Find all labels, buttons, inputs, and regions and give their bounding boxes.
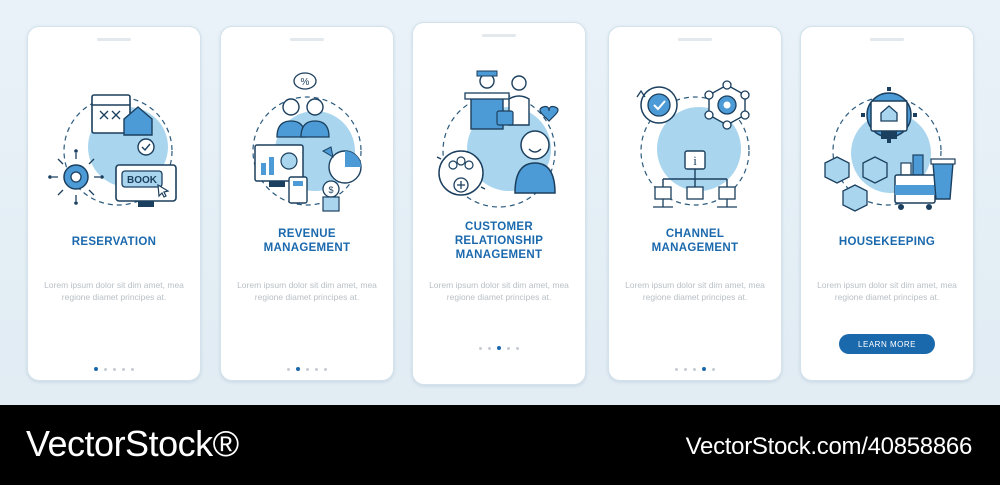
customer-relationship-illustration: [436, 70, 559, 208]
reservation-illustration: BOOK: [48, 94, 177, 207]
page-dot[interactable]: [287, 367, 290, 371]
page-dot-active[interactable]: [497, 346, 501, 350]
speaker-notch: [290, 38, 324, 41]
page-dot[interactable]: [324, 367, 327, 371]
speaker-notch: [482, 34, 516, 37]
pagination-dots: [28, 367, 200, 371]
card-title: HOUSEKEEPING: [838, 236, 936, 248]
onboarding-card-channel-management: i CHANNEL MANAGEMENT Lorem ipsum dolor s…: [608, 26, 782, 381]
card-title: RESERVATION: [71, 236, 157, 248]
page-dot[interactable]: [479, 346, 482, 350]
channel-management-illustration: i: [636, 80, 750, 208]
card-description: Lorem ipsum dolor sit dim amet, mea regi…: [237, 280, 377, 302]
onboarding-card-customer-relationship-management: CUSTOMER RELATIONSHIP MANAGEMENT Lorem i…: [412, 22, 586, 385]
page-dot[interactable]: [516, 346, 519, 350]
page-dot-active[interactable]: [94, 367, 98, 371]
page-dot[interactable]: [122, 367, 125, 371]
housekeeping-illustration: [824, 87, 956, 212]
page-dot[interactable]: [315, 367, 318, 371]
svg-text:%: %: [301, 77, 310, 88]
pagination-dots: [221, 367, 393, 371]
card-description: Lorem ipsum dolor sit dim amet, mea regi…: [625, 280, 765, 302]
pagination-dots: [609, 367, 781, 371]
svg-text:BOOK: BOOK: [127, 175, 158, 186]
onboarding-card-reservation: BOOK RESERVATION Lorem ipsum dolor sit d…: [27, 26, 201, 381]
page-dot-active[interactable]: [296, 367, 300, 371]
watermark-footer: VectorStock® VectorStock.com/40858866: [0, 405, 1000, 485]
onboarding-card-housekeeping: HOUSEKEEPING Lorem ipsum dolor sit dim a…: [800, 26, 974, 381]
page-dot[interactable]: [113, 367, 116, 371]
page-dot[interactable]: [131, 367, 134, 371]
page-dot[interactable]: [675, 367, 678, 371]
speaker-notch: [678, 38, 712, 41]
speaker-notch: [870, 38, 904, 41]
svg-text:$: $: [328, 185, 333, 195]
svg-text:i: i: [693, 153, 697, 168]
card-title: CHANNEL MANAGEMENT: [651, 228, 739, 254]
revenue-management-illustration: % $: [252, 72, 362, 212]
page-dot-active[interactable]: [702, 367, 706, 371]
card-title: REVENUE MANAGEMENT: [263, 228, 351, 254]
page-dot[interactable]: [684, 367, 687, 371]
onboarding-screens: BOOK RESERVATION Lorem ipsum dolor sit d…: [27, 22, 974, 385]
card-description: Lorem ipsum dolor sit dim amet, mea regi…: [817, 280, 957, 302]
card-description: Lorem ipsum dolor sit dim amet, mea regi…: [429, 280, 569, 302]
onboarding-card-revenue-management: % $ REVENUE MANAGEMENT Lorem ipsum dolor…: [220, 26, 394, 381]
page-dot[interactable]: [306, 367, 309, 371]
card-description: Lorem ipsum dolor sit dim amet, mea regi…: [44, 280, 184, 302]
speaker-notch: [97, 38, 131, 41]
page-dot[interactable]: [693, 367, 696, 371]
learn-more-button[interactable]: LEARN MORE: [839, 334, 935, 354]
page-dot[interactable]: [507, 346, 510, 350]
vectorstock-logo: VectorStock®: [26, 423, 239, 464]
pagination-dots: [413, 346, 585, 350]
page-dot[interactable]: [104, 367, 107, 371]
page-dot[interactable]: [488, 346, 491, 350]
page-dot[interactable]: [712, 367, 715, 371]
card-title: CUSTOMER RELATIONSHIP MANAGEMENT: [454, 221, 544, 261]
stock-image-id: VectorStock.com/40858866: [685, 433, 973, 460]
